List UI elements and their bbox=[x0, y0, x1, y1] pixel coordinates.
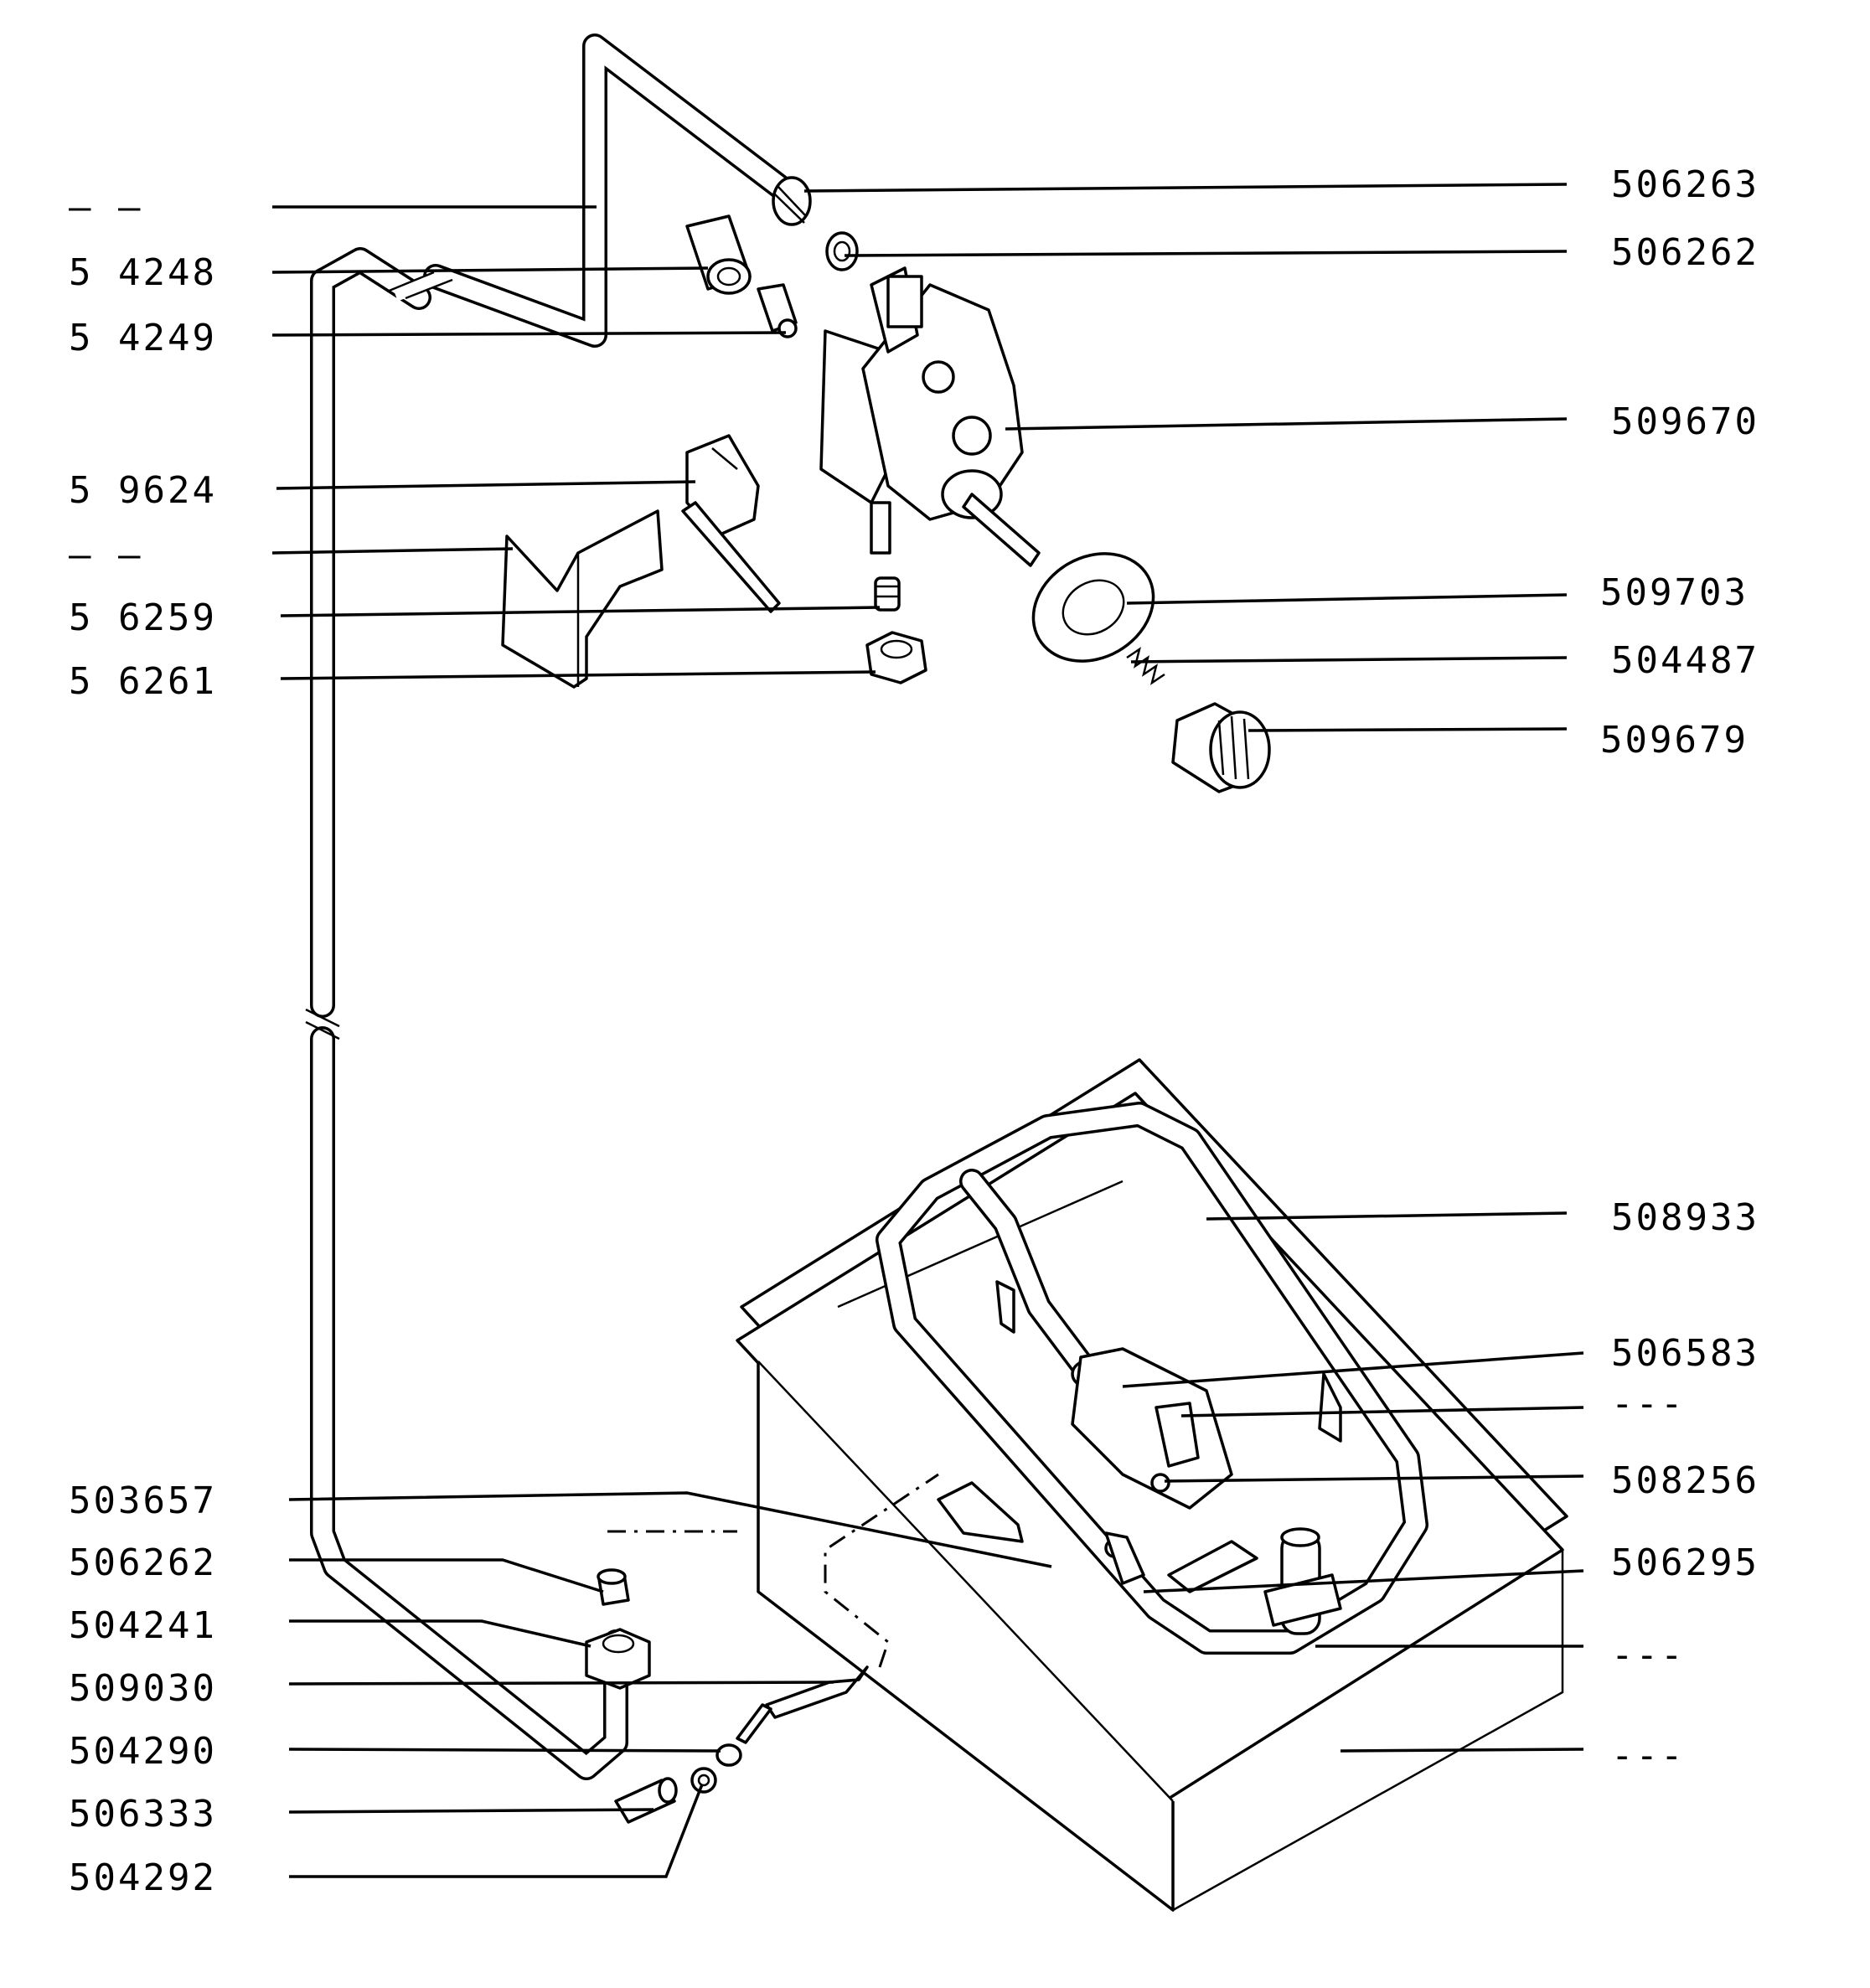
labels-right: 506263 506262 509670 509703 504487 50967… bbox=[1600, 163, 1759, 1777]
label-506333: 506333 bbox=[69, 1793, 217, 1836]
label-dash-r2: --- bbox=[1611, 1634, 1685, 1676]
label-516259: 5 6259 bbox=[69, 596, 217, 639]
screw-516259 bbox=[874, 576, 901, 612]
labels-left: – – 5 4248 5 4249 5 9624 – – 5 6259 5 62… bbox=[69, 186, 217, 1899]
label-516261: 5 6261 bbox=[69, 660, 217, 703]
olive-506262-lower bbox=[597, 1568, 630, 1606]
spring-504487 bbox=[1126, 647, 1165, 685]
label-504241: 504241 bbox=[69, 1604, 217, 1647]
label-509703: 509703 bbox=[1600, 571, 1749, 614]
nut-506263 bbox=[772, 176, 812, 226]
tray-bracket bbox=[937, 1280, 1342, 1543]
label-509030: 509030 bbox=[69, 1667, 217, 1710]
nut-516261 bbox=[865, 631, 927, 684]
lower-gas-tube bbox=[305, 1008, 628, 1780]
label-506583: 506583 bbox=[1611, 1332, 1759, 1375]
electrode-506295 bbox=[1104, 1531, 1258, 1593]
label-509624: 5 9624 bbox=[69, 469, 217, 512]
label-504290: 504290 bbox=[69, 1730, 217, 1773]
micro-switch-509624 bbox=[681, 434, 781, 613]
leaders-right bbox=[803, 183, 1584, 1753]
pilot-bracket bbox=[1150, 1402, 1200, 1493]
label-504292: 504292 bbox=[69, 1856, 217, 1899]
label-508256: 508256 bbox=[1611, 1459, 1759, 1502]
label-509679: 509679 bbox=[1600, 719, 1749, 762]
nozzle-514249 bbox=[757, 283, 798, 338]
leaders-left bbox=[271, 205, 1052, 1878]
olive-506262 bbox=[825, 231, 859, 271]
label-dash-r1: --- bbox=[1611, 1382, 1685, 1425]
nut-504241 bbox=[585, 1628, 651, 1690]
thermocouple-506583 bbox=[1071, 1347, 1233, 1510]
gas-valve-509670 bbox=[819, 266, 1041, 567]
washer-504292 bbox=[690, 1767, 717, 1794]
washer-504290 bbox=[715, 1743, 742, 1767]
nut-514248 bbox=[685, 214, 752, 295]
label-dash-1: – – bbox=[69, 186, 142, 229]
label-509670: 509670 bbox=[1611, 400, 1759, 443]
label-506262: 506262 bbox=[1611, 231, 1759, 274]
label-506295: 506295 bbox=[1611, 1541, 1759, 1584]
label-503657: 503657 bbox=[69, 1479, 217, 1522]
label-506262-lower: 506262 bbox=[69, 1541, 217, 1584]
label-508933: 508933 bbox=[1611, 1196, 1759, 1239]
dial-plate-509703 bbox=[1031, 552, 1155, 663]
label-dash-2: – – bbox=[69, 534, 142, 576]
pin-506333 bbox=[614, 1777, 678, 1824]
bracket-dash bbox=[501, 509, 664, 689]
knob-509679 bbox=[1171, 702, 1271, 793]
label-504487: 504487 bbox=[1611, 639, 1759, 682]
label-514248: 5 4248 bbox=[69, 251, 217, 294]
burner-508933 bbox=[876, 1102, 1428, 1655]
thermocouple-509030 bbox=[736, 1473, 939, 1744]
label-dash-r3: --- bbox=[1611, 1734, 1685, 1777]
label-514249: 5 4249 bbox=[69, 317, 217, 359]
label-506263: 506263 bbox=[1611, 163, 1759, 206]
